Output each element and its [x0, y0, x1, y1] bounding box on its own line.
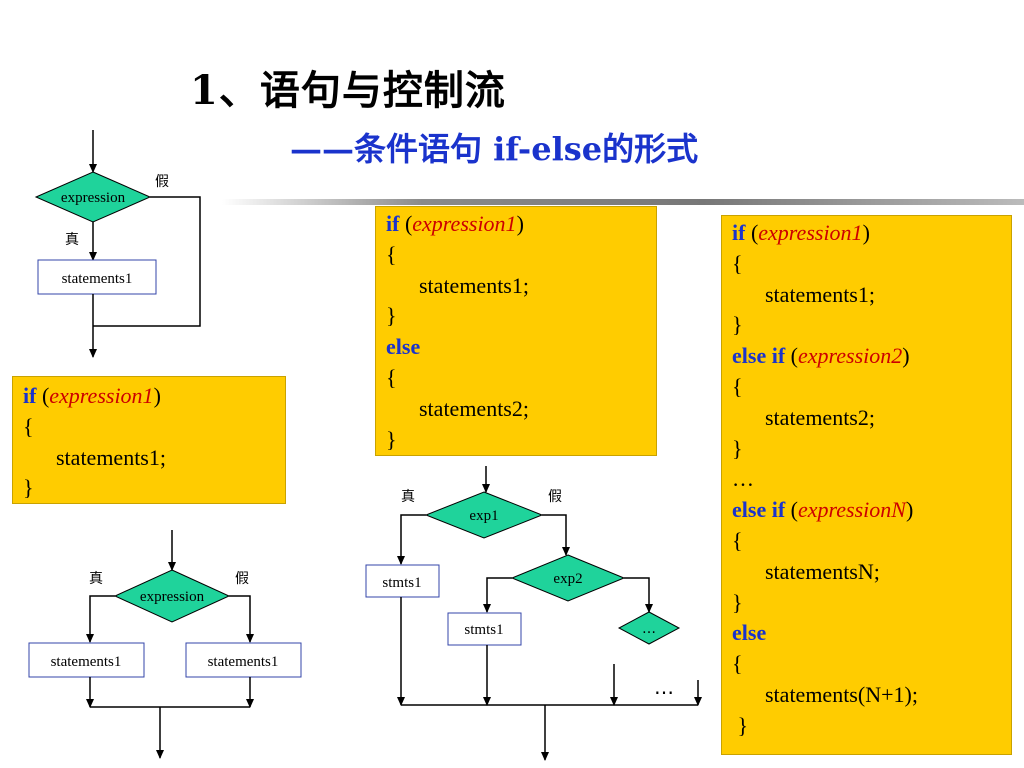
false-path	[624, 577, 653, 613]
brace-open: {	[732, 651, 743, 677]
condition-expression: expressionN	[797, 497, 906, 523]
brace-open: {	[386, 241, 397, 267]
statement-line: statementsN;	[732, 558, 880, 584]
page-title: 1、语句与控制流	[190, 67, 506, 114]
code-line: if (expression1)	[732, 218, 1011, 249]
brace-close: }	[732, 312, 743, 338]
code-box-else-if: if (expression1) { statements1; } else i…	[721, 215, 1012, 755]
flowchart-else-if: exp1 真 假 stmts1 exp2 stmts1 … …	[365, 466, 702, 761]
statement-line: statements1;	[23, 444, 166, 470]
paren: )	[905, 497, 914, 523]
statement-box	[447, 612, 522, 646]
code-line: else if (expression2)	[732, 341, 1011, 372]
ellipsis-label: …	[654, 675, 674, 699]
paren: (	[36, 383, 50, 408]
paren: (	[785, 343, 798, 369]
paren: )	[862, 220, 870, 245]
flowchart-if: expression 假 真 statements1	[34, 130, 201, 358]
true-label: 真	[65, 232, 79, 248]
keyword-else: else	[732, 620, 767, 646]
condition-expression: expression1	[49, 383, 154, 408]
keyword-if: if	[386, 211, 400, 236]
condition-diamond	[113, 569, 231, 623]
condition-label: expression	[61, 190, 126, 206]
paren: (	[785, 497, 798, 523]
title-divider	[222, 199, 1024, 205]
statement-label: statements1	[208, 654, 279, 670]
keyword-if: if	[732, 220, 746, 245]
condition-expression: expression1	[758, 220, 863, 245]
condition-diamond	[510, 554, 626, 602]
false-path	[93, 196, 201, 327]
statement-label: stmts1	[464, 622, 503, 638]
brace-open: {	[732, 373, 743, 399]
condition-label: …	[642, 621, 656, 637]
statement-box-true	[28, 642, 145, 678]
ellipsis-line: …	[732, 466, 754, 492]
paren: (	[399, 211, 413, 236]
condition-diamond	[617, 611, 681, 645]
false-path	[229, 595, 254, 643]
condition-label: exp2	[553, 571, 582, 587]
false-label: 假	[548, 489, 562, 505]
statement-label: statements1	[62, 271, 133, 287]
paren: )	[516, 211, 524, 236]
true-label: 真	[401, 489, 415, 505]
statement-line: statements1;	[386, 272, 529, 298]
keyword-if: if	[23, 383, 37, 408]
keyword-else-if: else if	[732, 343, 786, 369]
true-path	[86, 595, 115, 643]
true-label: 真	[89, 571, 103, 587]
statement-box	[365, 564, 440, 598]
brace-open: {	[23, 413, 34, 439]
brace-close: }	[23, 475, 34, 501]
false-label: 假	[235, 571, 249, 587]
brace-open: {	[732, 527, 743, 553]
paren: )	[902, 343, 910, 369]
false-label: 假	[155, 174, 169, 190]
statement-line: statements2;	[732, 404, 875, 430]
code-box-if: if (expression1) { statements1; }	[12, 376, 286, 504]
code-line: if (expression1)	[23, 381, 285, 412]
paren: )	[153, 383, 161, 408]
statement-line: statements(N+1);	[732, 681, 918, 707]
brace-close: }	[732, 589, 743, 615]
code-line: else if (expressionN)	[732, 495, 1011, 526]
code-box-if-else: if (expression1) { statements1; } else {…	[375, 206, 657, 456]
statement-label: statements1	[51, 654, 122, 670]
brace-close: }	[386, 426, 397, 452]
condition-diamond	[424, 491, 544, 539]
keyword-else: else	[386, 334, 421, 360]
statement-line: statements2;	[386, 395, 529, 421]
brace-close: }	[732, 435, 743, 461]
condition-label: exp1	[469, 508, 498, 524]
statement-label: stmts1	[382, 575, 421, 591]
brace-open: {	[732, 250, 743, 276]
false-path	[542, 514, 570, 556]
condition-expression: expression1	[412, 211, 517, 236]
code-line: if (expression1)	[386, 209, 656, 240]
statement-box-false	[185, 642, 302, 678]
statement-box	[37, 259, 157, 295]
statement-line: statements1;	[732, 281, 875, 307]
true-path	[483, 577, 512, 613]
brace-open: {	[386, 364, 397, 390]
true-path	[397, 514, 426, 565]
keyword-else-if: else if	[732, 497, 786, 523]
brace-close: }	[386, 303, 397, 329]
condition-expression: expression2	[797, 343, 903, 369]
page-subtitle: ——条件语句 if-else的形式	[290, 130, 699, 168]
paren: (	[745, 220, 759, 245]
condition-label: expression	[140, 589, 205, 605]
brace-close: }	[732, 712, 749, 738]
flowchart-if-else: expression 真 假 statements1 statements1	[28, 530, 302, 759]
